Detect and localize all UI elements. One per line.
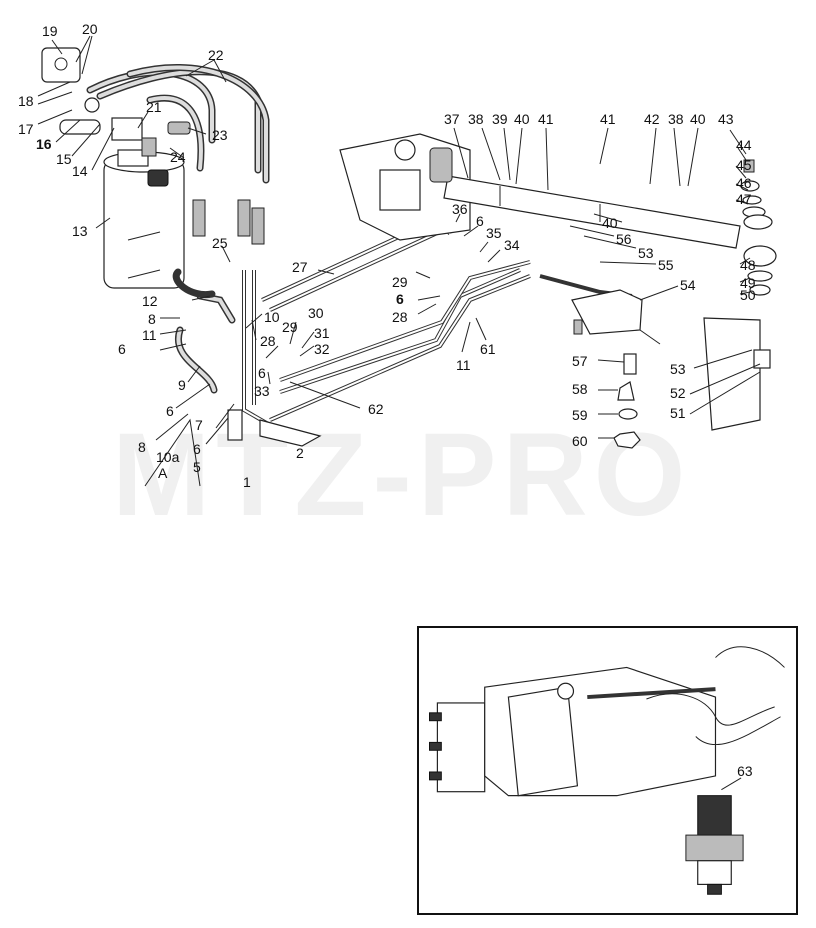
callout: 55	[658, 257, 674, 273]
exploded-parts-diagram: MTZ-PRO	[18, 21, 777, 541]
callout: 47	[736, 191, 752, 207]
callout: 31	[314, 325, 330, 341]
callout: 8	[138, 439, 146, 455]
callout: 45	[736, 157, 752, 173]
callout: 20	[82, 21, 98, 37]
oil-tank	[103, 149, 185, 289]
inset-axle	[429, 646, 785, 797]
callout: 40	[690, 111, 706, 127]
callout: 5	[193, 459, 201, 475]
callout: 49	[740, 275, 756, 291]
callout: 58	[572, 381, 588, 397]
callout: 29	[392, 274, 408, 290]
callout: 7	[195, 417, 203, 433]
callout: 19	[42, 23, 58, 39]
callout: 44	[736, 137, 752, 153]
callout: 28	[260, 333, 276, 349]
callout: 22	[208, 47, 224, 63]
callout-labels: 1 2 5 6 6 6 6 6 6 7 8 8 9 10 10a 11 11 1…	[18, 21, 756, 490]
callout: 11	[456, 357, 471, 373]
callout: 15	[56, 151, 72, 167]
callout: 51	[670, 405, 686, 421]
callout: 30	[308, 305, 324, 321]
view-a-marker: A	[144, 418, 201, 487]
callout: 42	[644, 111, 660, 127]
callout: 41	[600, 111, 616, 127]
callout: 37	[444, 111, 460, 127]
callout: 52	[670, 385, 686, 401]
steering-knuckle	[703, 159, 777, 431]
callout: 38	[668, 111, 684, 127]
watermark: MTZ-PRO	[112, 409, 691, 541]
inset-drawing: 63	[429, 646, 785, 895]
callout: 6	[166, 403, 174, 419]
callout: 18	[18, 93, 34, 109]
callout: 61	[480, 341, 496, 357]
callout: 21	[146, 99, 162, 115]
svg-text:A: A	[158, 465, 168, 481]
callout: 2	[296, 445, 304, 461]
callout: 25	[212, 235, 228, 251]
callout: 46	[736, 175, 752, 191]
callout: 17	[18, 121, 34, 137]
callout: 54	[680, 277, 696, 293]
callout: 56	[616, 231, 632, 247]
callout: 41	[538, 111, 554, 127]
callout: 40	[514, 111, 530, 127]
callout: 9	[178, 377, 186, 393]
callout: 59	[572, 407, 588, 423]
callout: 10	[264, 309, 280, 325]
callout: 6	[258, 365, 266, 381]
callout: 27	[292, 259, 308, 275]
callout: 11	[142, 327, 157, 343]
callout: 53	[670, 361, 686, 377]
lower-hoses	[172, 268, 236, 394]
callout: 33	[254, 383, 270, 399]
callout: 14	[72, 163, 88, 179]
callout: 53	[638, 245, 654, 261]
callout: 8	[148, 311, 156, 327]
callout: 6	[396, 291, 404, 307]
callout: 1	[243, 474, 251, 490]
callout: 62	[368, 401, 384, 417]
hoses-22	[86, 64, 270, 245]
callout: 38	[468, 111, 484, 127]
valve-block	[41, 47, 81, 83]
callout: 39	[492, 111, 508, 127]
steel-pipes	[242, 215, 531, 427]
callout: 29	[282, 319, 298, 335]
callout: 24	[170, 149, 186, 165]
callout: 50	[740, 287, 756, 303]
callout: 48	[740, 257, 756, 273]
pump-brackets	[227, 409, 322, 447]
callout: 6	[193, 441, 201, 457]
callout: 43	[718, 111, 734, 127]
callout: 32	[314, 341, 330, 357]
leader-lines	[37, 35, 761, 445]
filter-fittings	[59, 97, 191, 157]
callout: 35	[486, 225, 502, 241]
bracket-and-fasteners	[571, 289, 643, 449]
callout: 6	[476, 213, 484, 229]
callout: 60	[572, 433, 588, 449]
callout: 12	[142, 293, 158, 309]
callout: 34	[504, 237, 520, 253]
inset-detail-part	[685, 795, 744, 895]
callout: 23	[212, 127, 228, 143]
inset-callout: 63	[737, 764, 753, 779]
callout: 13	[72, 223, 88, 239]
callout: 10a	[156, 449, 180, 465]
callout: 36	[452, 201, 468, 217]
callout: 16	[36, 136, 52, 152]
callout: 6	[118, 341, 126, 357]
callout: 28	[392, 309, 408, 325]
callout: 57	[572, 353, 588, 369]
callout: 40	[602, 215, 618, 231]
inset-detail-panel: 63	[417, 626, 798, 915]
